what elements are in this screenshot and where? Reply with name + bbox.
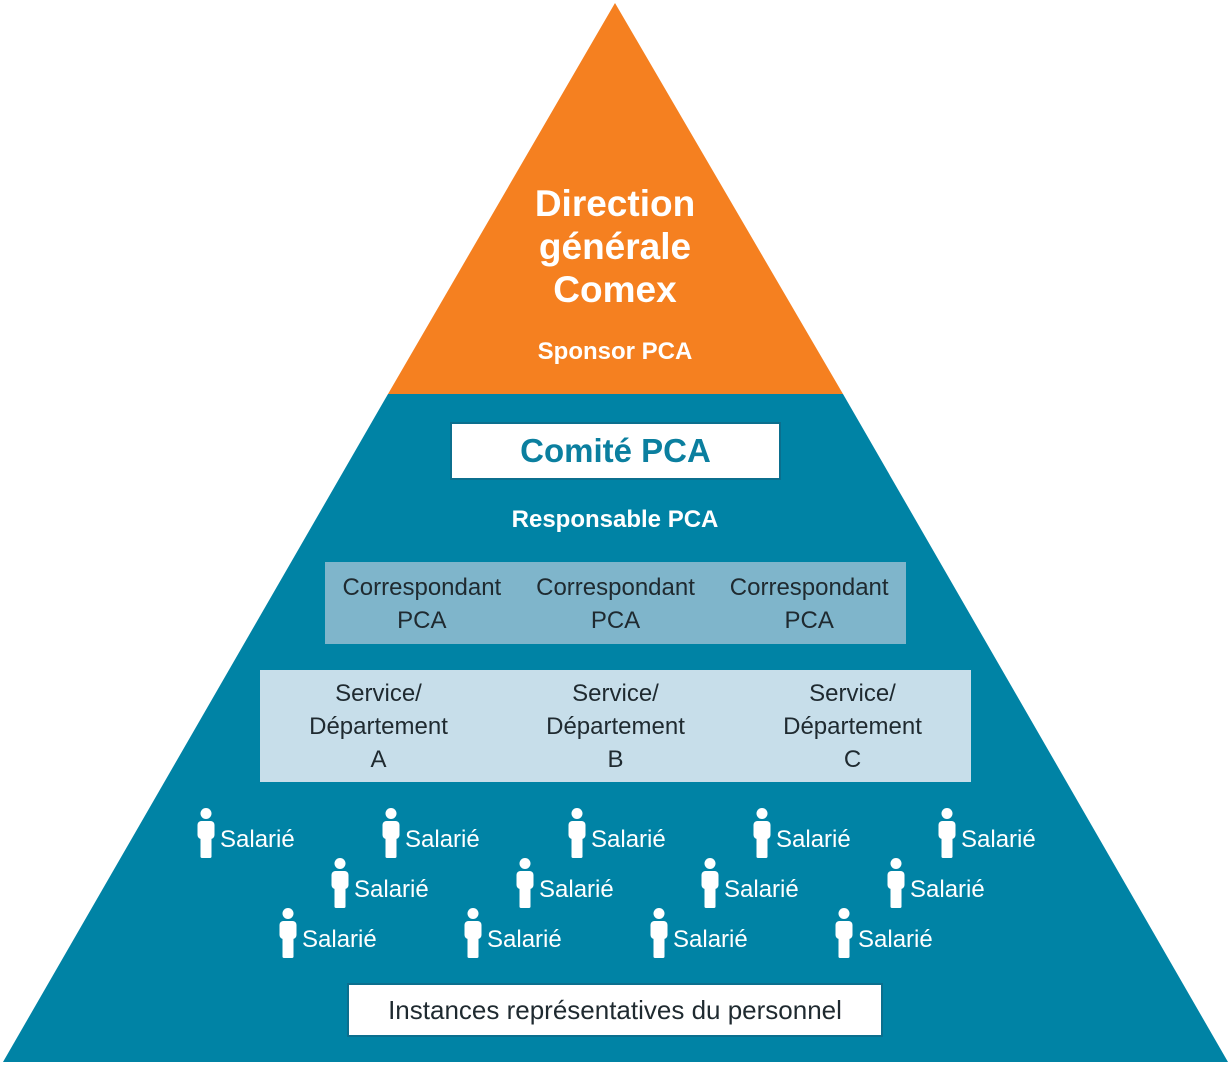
employee-item: Salarié <box>330 858 429 908</box>
employee-label: Salarié <box>776 826 851 853</box>
correspondant-item: Correspondant PCA <box>712 562 906 644</box>
person-icon <box>382 808 400 858</box>
employee-label: Salarié <box>405 826 480 853</box>
service-item: Service/ Département B <box>497 670 734 782</box>
correspondant-item: Correspondant PCA <box>519 562 713 644</box>
employee-item: Salarié <box>381 808 480 858</box>
correspondant-line: Correspondant <box>729 574 889 601</box>
employee-label: Salarié <box>220 826 295 853</box>
service-item: Service/ Département A <box>260 670 497 782</box>
apex-title-line: générale <box>538 226 692 267</box>
person-icon <box>887 858 905 908</box>
employee-label: Salarié <box>724 876 799 903</box>
employee-item: Salarié <box>567 808 666 858</box>
person-icon <box>753 808 771 858</box>
instances-label: Instances représentatives du personnel <box>388 994 842 1025</box>
person-icon <box>331 858 349 908</box>
employee-item: Salarié <box>886 858 985 908</box>
employee-label: Salarié <box>858 926 933 953</box>
employee-label: Salarié <box>539 876 614 903</box>
employee-item: Salarié <box>463 908 562 958</box>
employee-item: Salarié <box>196 808 295 858</box>
service-line: Service/ <box>335 680 422 707</box>
instances-box: Instances représentatives du personnel <box>347 983 883 1037</box>
service-line: Département <box>783 713 922 740</box>
service-line: B <box>607 746 624 773</box>
employee-label: Salarié <box>591 826 666 853</box>
person-icon <box>650 908 668 958</box>
correspondant-band: Correspondant PCA Correspondant PCA Corr… <box>325 562 906 644</box>
employee-label: Salarié <box>302 926 377 953</box>
employee-item: Salarié <box>515 858 614 908</box>
correspondant-line: PCA <box>397 607 447 634</box>
person-icon <box>464 908 482 958</box>
employee-item: Salarié <box>700 858 799 908</box>
person-icon <box>516 858 534 908</box>
employee-item: Salarié <box>278 908 377 958</box>
service-item: Service/ Département C <box>734 670 971 782</box>
correspondant-line: PCA <box>590 607 641 634</box>
employee-item: Salarié <box>834 908 933 958</box>
person-icon <box>279 908 297 958</box>
employee-label: Salarié <box>961 826 1036 853</box>
correspondant-line: Correspondant <box>536 574 695 601</box>
correspondant-line: Correspondant <box>342 574 502 601</box>
service-band: Service/ Département A Service/ Départem… <box>260 670 971 782</box>
apex-title-line: Comex <box>553 269 677 310</box>
employee-label: Salarié <box>673 926 748 953</box>
employee-label: Salarié <box>487 926 562 953</box>
person-icon <box>835 908 853 958</box>
apex-title: Direction générale Comex <box>440 182 790 311</box>
pyramid-apex-tier <box>388 3 843 394</box>
employee-item: Salarié <box>752 808 851 858</box>
comite-box: Comité PCA <box>450 422 781 480</box>
service-line: Service/ <box>572 680 659 707</box>
service-line: Département <box>546 713 685 740</box>
service-line: Service/ <box>809 680 896 707</box>
correspondant-item: Correspondant PCA <box>325 562 519 644</box>
correspondant-line: PCA <box>784 607 834 634</box>
sponsor-label: Sponsor PCA <box>537 338 693 365</box>
service-line: C <box>843 746 862 773</box>
responsable-label: Responsable PCA <box>511 506 719 533</box>
person-icon <box>938 808 956 858</box>
person-icon <box>568 808 586 858</box>
service-line: A <box>370 746 387 773</box>
employee-item: Salarié <box>937 808 1036 858</box>
person-icon <box>197 808 215 858</box>
service-line: Département <box>309 713 448 740</box>
comite-label: Comité PCA <box>520 432 711 469</box>
employee-item: Salarié <box>649 908 748 958</box>
person-icon <box>701 858 719 908</box>
employee-label: Salarié <box>354 876 429 903</box>
apex-title-line: Direction <box>534 183 696 224</box>
employee-label: Salarié <box>910 876 985 903</box>
